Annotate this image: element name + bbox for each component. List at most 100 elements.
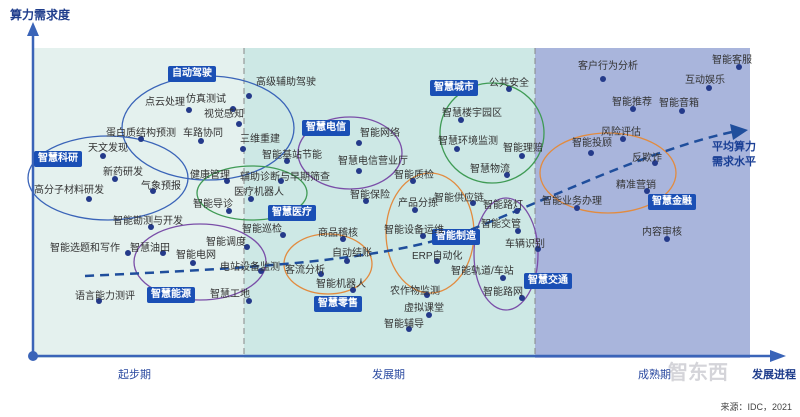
item-label: ERP自动化 <box>412 251 463 262</box>
item-label: 内容审核 <box>642 227 682 238</box>
item-dot <box>224 178 230 184</box>
item-label: 蛋白质结构预测 <box>106 128 176 139</box>
item-label: 健康管理 <box>190 170 230 181</box>
item-dot <box>186 107 192 113</box>
item-label: 智能巡检 <box>242 224 282 235</box>
item-label: 智能路灯 <box>483 200 523 211</box>
item-dot <box>350 287 356 293</box>
item-dot <box>410 178 416 184</box>
item-label: 公共安全 <box>489 78 529 89</box>
item-dot <box>356 140 362 146</box>
item-label: 车辆识别 <box>505 239 545 250</box>
item-label: 智能电网 <box>176 250 216 261</box>
item-label: 智能基站节能 <box>262 150 322 161</box>
average-demand-label-line1: 平均算力 <box>712 141 756 153</box>
ellipse-research <box>27 135 189 221</box>
item-dot <box>652 160 658 166</box>
item-label: 电站设备监测 <box>220 262 280 273</box>
item-label: 精准营销 <box>616 180 656 191</box>
item-label: 智能设备运维 <box>384 225 444 236</box>
item-label: 风险评估 <box>601 127 641 138</box>
item-dot <box>356 168 362 174</box>
phase-start-label: 起步期 <box>118 369 151 381</box>
item-dot <box>230 106 236 112</box>
x-axis-title: 发展进程 <box>752 369 796 381</box>
item-label: 智慧楼宇园区 <box>442 108 502 119</box>
item-dot <box>519 153 525 159</box>
item-label: 智能勘测与开发 <box>113 216 183 227</box>
item-dot <box>514 208 520 214</box>
item-dot <box>424 292 430 298</box>
item-dot <box>454 146 460 152</box>
item-label: 智能客服 <box>712 55 752 66</box>
item-label: 智慧油田 <box>130 243 170 254</box>
item-dot <box>244 244 250 250</box>
item-dot <box>458 117 464 123</box>
item-dot <box>148 224 154 230</box>
item-dot <box>96 298 102 304</box>
zone-development <box>244 48 535 358</box>
zone-mature <box>535 48 750 358</box>
average-demand-curve-arrow <box>730 124 748 140</box>
ellipse-energy <box>133 223 267 301</box>
item-dot <box>504 172 510 178</box>
item-dot <box>236 121 242 127</box>
item-dot <box>150 188 156 194</box>
item-dot <box>706 85 712 91</box>
item-dot <box>258 268 264 274</box>
item-label: 智能网络 <box>360 128 400 139</box>
item-dot <box>246 298 252 304</box>
category-tag: 智慧医疗 <box>268 205 316 221</box>
category-tag: 智慧电信 <box>302 120 350 136</box>
item-dot <box>248 196 254 202</box>
item-dot <box>246 93 252 99</box>
item-label: 智能导诊 <box>193 199 233 210</box>
item-label: 智慧电信营业厅 <box>338 156 408 167</box>
source-note: 来源：IDC，2021 <box>720 402 792 412</box>
item-label: 天文发现 <box>88 143 128 154</box>
item-dot <box>226 208 232 214</box>
item-label: 车路协同 <box>183 128 223 139</box>
item-dot <box>426 312 432 318</box>
item-label: 智能机器人 <box>316 279 366 290</box>
item-label: 虚拟课堂 <box>404 303 444 314</box>
item-label: 智能推荐 <box>612 97 652 108</box>
item-label: 智能质检 <box>394 170 434 181</box>
item-label: 客流分析 <box>285 265 325 276</box>
y-axis-arrow <box>27 22 39 36</box>
average-demand-label-line2: 需求水平 <box>712 156 756 168</box>
item-label: 商品稽核 <box>318 228 358 239</box>
phase-mature-label: 成熟期 <box>638 369 671 381</box>
item-label: 仿真测试 <box>186 94 226 105</box>
item-label: 智慧物流 <box>470 164 510 175</box>
item-label: 农作物监测 <box>390 286 440 297</box>
item-dot <box>535 246 541 252</box>
category-tag: 智慧金融 <box>648 194 696 210</box>
watermark: 智东西 <box>668 362 728 384</box>
item-dot <box>240 146 246 152</box>
item-dot <box>644 188 650 194</box>
item-label: 智能选题和写作 <box>50 243 120 254</box>
item-dot <box>280 232 286 238</box>
x-axis-arrow <box>770 350 786 362</box>
item-label: 智能投顾 <box>572 138 612 149</box>
item-dot <box>470 200 476 206</box>
item-dot <box>420 233 426 239</box>
phase-development-label: 发展期 <box>372 369 405 381</box>
item-label: 智能路网 <box>483 287 523 298</box>
item-dot <box>519 295 525 301</box>
item-label: 反欺诈 <box>632 153 662 164</box>
item-dot <box>112 176 118 182</box>
category-tag: 智慧科研 <box>34 151 82 167</box>
item-dot <box>574 205 580 211</box>
item-label: 智慧工地 <box>210 289 250 300</box>
item-dot <box>318 271 324 277</box>
item-label: 智能交管 <box>481 219 521 230</box>
category-tag: 智慧城市 <box>430 80 478 96</box>
axis-origin <box>28 351 38 361</box>
item-dot <box>679 108 685 114</box>
item-label: 产品分拣 <box>398 198 438 209</box>
item-dot <box>664 236 670 242</box>
item-dot <box>630 106 636 112</box>
item-label: 智能音箱 <box>659 98 699 109</box>
